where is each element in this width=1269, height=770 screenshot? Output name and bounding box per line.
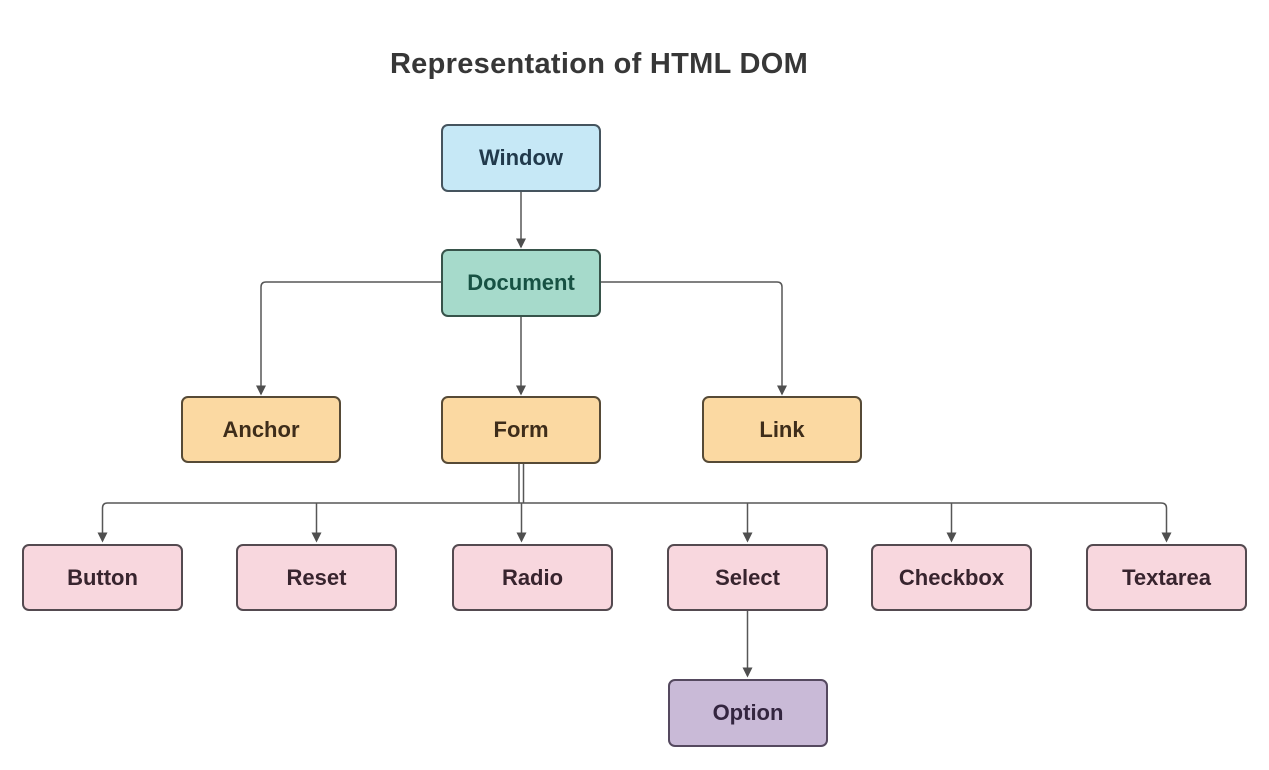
edge-document-anchor — [256, 281, 441, 396]
diagram-title: Representation of HTML DOM — [389, 48, 809, 80]
node-anchor-label: Anchor — [222, 416, 300, 442]
node-link: Link — [702, 396, 862, 463]
node-button: Button — [22, 544, 183, 611]
node-anchor: Anchor — [181, 396, 341, 463]
node-checkbox: Checkbox — [871, 544, 1032, 611]
node-window-label: Window — [478, 145, 564, 170]
node-document: Document — [441, 249, 601, 317]
edge-bus-button — [97, 502, 108, 543]
node-link-label: Link — [759, 416, 805, 442]
node-textarea-label: Textarea — [1122, 564, 1211, 590]
edge-bus-textarea — [1160, 502, 1172, 543]
node-window: Window — [441, 124, 601, 192]
node-form-label: Form — [493, 417, 549, 442]
node-select-label: Select — [715, 564, 780, 590]
node-reset-label: Reset — [286, 564, 347, 590]
node-option: Option — [668, 679, 828, 747]
node-radio-label: Radio — [501, 564, 564, 590]
edge-document-link — [601, 281, 787, 396]
node-button-label: Button — [67, 564, 138, 590]
node-option-label: Option — [712, 700, 784, 725]
node-checkbox-label: Checkbox — [898, 564, 1005, 590]
node-document-label: Document — [467, 270, 575, 295]
node-form: Form — [441, 396, 601, 464]
node-textarea: Textarea — [1086, 544, 1247, 611]
node-select: Select — [667, 544, 828, 611]
node-radio: Radio — [452, 544, 613, 611]
node-reset: Reset — [236, 544, 397, 611]
